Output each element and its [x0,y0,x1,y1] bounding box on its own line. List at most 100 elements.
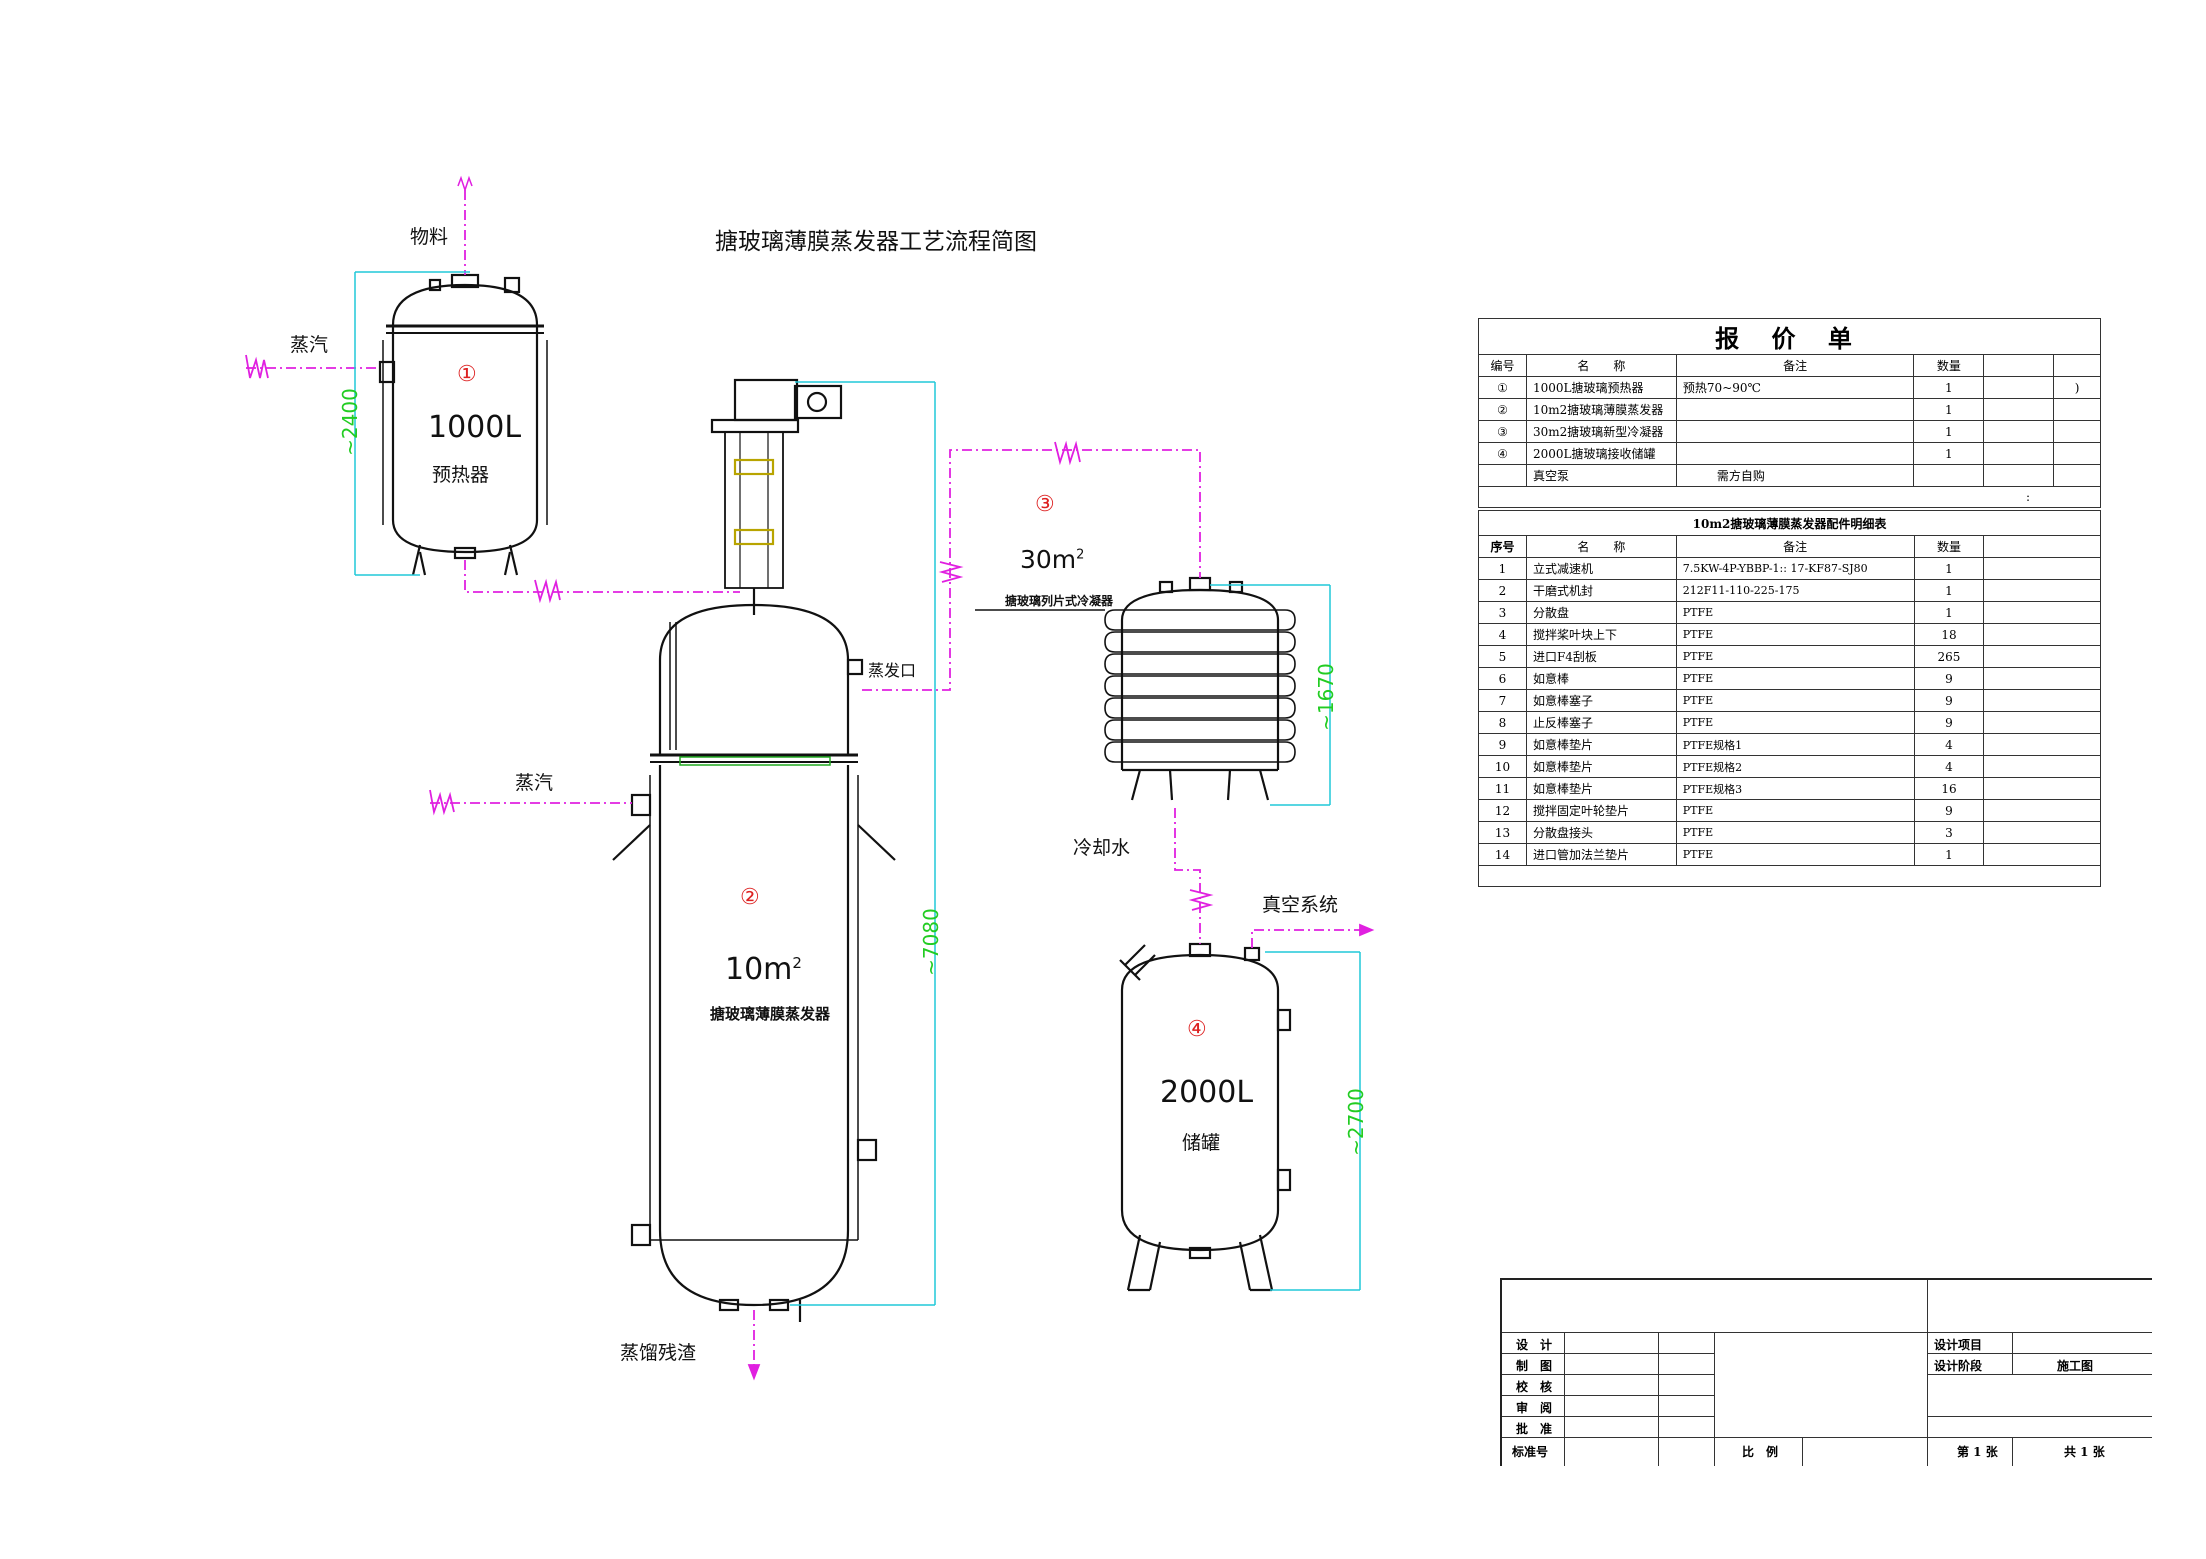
parts-cell-qty: 1 [1913,601,1985,624]
parts-cell-blank [1983,579,2101,602]
parts-cell-blank [1983,689,2101,712]
title-block-design-label: 设 计 [1516,1338,1553,1352]
quote-cell-name: 真空泵 [1525,464,1677,487]
title-block-drawing-label: 制 图 [1516,1359,1553,1373]
parts-cell-remark: 7.5KW-4P-YBBP-1:: 17-KF87-SJ80 [1675,557,1915,580]
parts-cell-qty: 9 [1913,711,1985,734]
parts-cell-blank [1983,601,2101,624]
parts-cell-remark: PTFE [1675,821,1915,844]
parts-cell-no: 4 [1478,623,1527,646]
quote-cell-extra [2053,398,2101,421]
steam-label-1: 蒸汽 [290,334,329,356]
parts-header-name: 名 称 [1525,535,1677,558]
parts-cell-remark: PTFE [1675,689,1915,712]
parts-cell-remark: 212F11-110-225-175 [1675,579,1915,602]
parts-cell-blank [1983,821,2101,844]
parts-cell-remark: PTFE [1675,645,1915,668]
receiver-name: 储罐 [1182,1132,1221,1154]
evap-port-label: 蒸发口 [868,661,917,680]
parts-blank-row [1478,865,2101,887]
parts-cell-name: 如意棒垫片 [1525,777,1677,800]
title-block: 设 计 制 图 校 核 审 阅 批 准 标准号 比 例 设计项目 设计阶段 施工… [1500,1278,2152,1466]
condenser-number: ③ [1035,492,1055,517]
parts-cell-name: 立式减速机 [1525,557,1677,580]
parts-cell-blank [1983,711,2101,734]
parts-cell-qty: 9 [1913,799,1985,822]
quote-cell-no: ③ [1478,420,1527,443]
title-block-stage-label: 设计阶段 [1934,1359,1983,1373]
table-row: 真空泵 需方自购 [1478,464,2101,487]
parts-cell-name: 如意棒垫片 [1525,755,1677,778]
parts-cell-name: 搅拌桨叶块上下 [1525,623,1677,646]
receiver-number: ④ [1187,1017,1207,1042]
parts-cell-name: 如意棒塞子 [1525,689,1677,712]
table-row: ④ 2000L搪玻璃接收储罐 1 [1478,442,2101,465]
parts-cell-no: 1 [1478,557,1527,580]
evaporator-name: 搪玻璃薄膜蒸发器 [710,1005,831,1023]
evaporator-vessel [612,378,896,1322]
dim-evaporator: ~7080 [918,908,943,976]
quote-cell-name: 1000L搪玻璃预热器 [1525,376,1677,399]
condenser-volume-sup: 2 [1076,547,1085,563]
parts-cell-no: 6 [1478,667,1527,690]
receiver-volume: 2000L [1160,1075,1254,1110]
parts-title: 10m2搪玻璃薄膜蒸发器配件明细表 [1478,510,2101,536]
parts-cell-remark: PTFE规格1 [1675,733,1915,756]
preheater-name: 预热器 [432,464,490,486]
quote-cell-remark [1675,442,1915,465]
parts-cell-no: 7 [1478,689,1527,712]
title-block-sheet-no: 第 1 张 [1957,1445,1998,1459]
quote-cell-qty: 1 [1913,420,1985,443]
parts-cell-no: 9 [1478,733,1527,756]
title-block-project-label: 设计项目 [1934,1338,1983,1352]
preheater-vessel [378,273,548,576]
quote-cell-no [1478,464,1527,487]
dim-condenser: ~1670 [1313,663,1338,731]
quote-cell-extra [2053,442,2101,465]
quote-cell-blank [1983,420,2055,443]
parts-cell-name: 止反棒塞子 [1525,711,1677,734]
parts-cell-remark: PTFE [1675,843,1915,866]
dim-preheater: ~2400 [337,388,362,456]
quote-cell-no: ④ [1478,442,1527,465]
condenser-vessel [1104,576,1296,801]
parts-cell-remark: PTFE规格3 [1675,777,1915,800]
evaporator-number: ② [740,885,760,910]
quote-header-no: 编号 [1478,354,1527,377]
parts-header-blank [1983,535,2101,558]
dimension-lines [354,271,1361,1306]
parts-cell-qty: 9 [1913,667,1985,690]
parts-cell-no: 13 [1478,821,1527,844]
parts-cell-name: 分散盘 [1525,601,1677,624]
quote-cell-qty [1913,464,1985,487]
diagram-title: 搪玻璃薄膜蒸发器工艺流程简图 [715,229,1037,255]
parts-cell-qty: 16 [1913,777,1985,800]
parts-cell-remark: PTFE [1675,667,1915,690]
parts-cell-name: 搅拌固定叶轮垫片 [1525,799,1677,822]
title-block-scale-label: 比 例 [1742,1445,1779,1459]
parts-cell-qty: 3 [1913,821,1985,844]
parts-cell-name: 如意棒垫片 [1525,733,1677,756]
quote-cell-remark [1675,398,1915,421]
parts-cell-remark: PTFE [1675,711,1915,734]
quote-cell-qty: 1 [1913,442,1985,465]
quote-cell-blank [1983,464,2055,487]
title-block-standard-label: 标准号 [1512,1445,1549,1459]
evaporator-volume: 10m2 [725,952,802,987]
parts-cell-blank [1983,667,2101,690]
quote-cell-name: 30m2搪玻璃新型冷凝器 [1525,420,1677,443]
parts-header-no: 序号 [1478,535,1527,558]
condenser-volume: 30m2 [1020,545,1084,574]
preheater-number: ① [457,362,477,387]
quote-header-blank [1983,354,2055,377]
parts-cell-qty: 1 [1913,579,1985,602]
